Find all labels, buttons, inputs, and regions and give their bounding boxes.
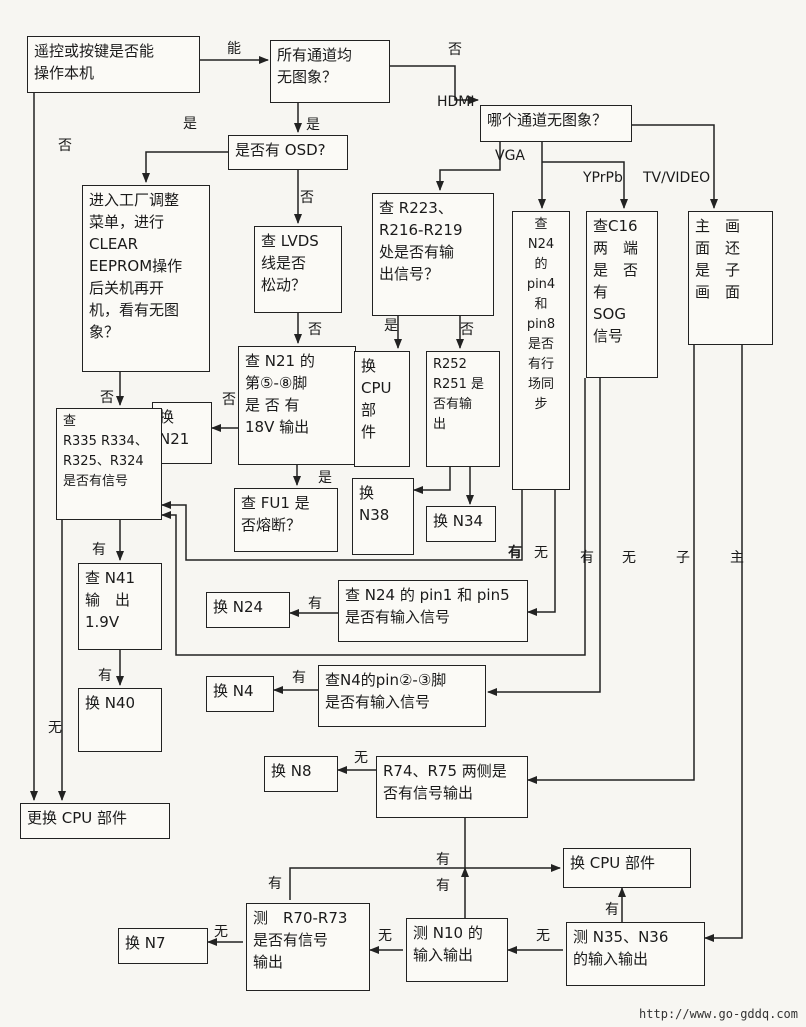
edge-label-tv-video: TV/VIDEO (643, 170, 711, 186)
edge-label-wu-n26: 无 (354, 750, 368, 766)
node-which-channel: 哪个通道无图象？ (480, 105, 632, 142)
node-replace-n8: 换 N8 (264, 756, 338, 792)
node-replace-n40: 换 N40 (78, 688, 162, 752)
edge-label-hdmi: HDMI (437, 94, 475, 110)
connector-lines (30, 56, 743, 954)
edge-label-wu-left: 无 (48, 720, 62, 736)
edge-label-zhu: 主 (730, 550, 744, 566)
node-fu1-check: 查 FU1 是 否熔断？ (234, 488, 338, 552)
edge-label-fou-n1: 否 (58, 138, 72, 154)
edge-label-neng: 能 (227, 41, 241, 57)
node-main-or-sub: 主 画 面 还 是 子 画 面 (688, 211, 773, 345)
node-replace-n7: 换 N7 (118, 928, 208, 964)
node-r70-check: 测 R70-R73 是否有信号 输出 (246, 903, 370, 991)
node-all-channels-no-image: 所有通道均 无图象？ (270, 40, 390, 103)
node-r223-check: 查 R223、 R216-R219 处是否有输 出信号？ (372, 193, 494, 316)
node-replace-n21: 换 N21 (152, 402, 212, 464)
edge-label-you-n21: 有 (308, 596, 322, 612)
edge-label-zi: 子 (676, 550, 690, 566)
node-remote-check: 遥控或按键是否能 操作本机 (27, 36, 200, 93)
edge-label-wu-n30: 无 (214, 924, 228, 940)
edge-label-fou-n7: 否 (460, 322, 474, 338)
edge-label-fou-n11: 否 (222, 392, 236, 408)
node-n35-n36-check: 测 N35、N36 的输入输出 (566, 922, 705, 986)
edge-label-shi-n11: 是 (318, 470, 332, 486)
node-replace-n34: 换 N34 (426, 506, 496, 542)
node-n24-sync-check: 查 N24 的 pin4 和 pin8 是否 有行 场同 步 (512, 211, 570, 490)
edge-label-fou-n5: 否 (100, 390, 114, 406)
edge-label-you-n32: 有 (605, 902, 619, 918)
edge-label-you-n15: 有 (92, 542, 106, 558)
edge-label-fou-n6: 否 (308, 322, 322, 338)
edge-label-shi-n3: 是 (183, 116, 197, 132)
node-n4-pin-check: 查N4的pin②-③脚 是否有输入信号 (318, 665, 486, 727)
edge-label-you-n31: 有 (436, 878, 450, 894)
edge-label-shi-n2: 是 (306, 117, 320, 133)
edge-label-shi-n7: 是 (384, 318, 398, 334)
edge-label-fou-n2: 否 (448, 42, 462, 58)
node-replace-cpu-small: 换 CPU 部 件 (354, 351, 410, 467)
node-c16-sog-check: 查C16 两 端 是 否 有 SOG 信号 (586, 211, 658, 378)
edge-label-vga: VGA (495, 148, 526, 164)
node-r335-check: 查 R335 R334、 R325、R324 是否有信号 (56, 408, 162, 520)
edge-label-fou-n3: 否 (300, 190, 314, 206)
node-n10-check: 测 N10 的 输入输出 (406, 918, 508, 982)
node-n24-pin1-check: 查 N24 的 pin1 和 pin5 是否有输入信号 (338, 580, 528, 642)
edge-label-wu-n32: 无 (536, 928, 550, 944)
source-url: http://www.go-gddq.com (639, 1007, 798, 1021)
node-r74-check: R74、R75 两侧是 否有信号输出 (376, 756, 528, 818)
edge-label-you-n19: 有 (98, 668, 112, 684)
node-replace-n4: 换 N4 (206, 676, 274, 712)
node-replace-n24: 换 N24 (206, 592, 290, 628)
node-replace-cpu-bottom: 换 CPU 部件 (563, 848, 691, 888)
edge-label-wu-n31: 无 (378, 928, 392, 944)
node-replace-cpu-main: 更换 CPU 部件 (20, 803, 170, 839)
node-n41-check: 查 N41 输 出 1.9V (78, 563, 162, 650)
node-replace-n38: 换 N38 (352, 478, 414, 555)
edge-label-wu-n9: 无 (622, 550, 636, 566)
node-osd-check: 是否有 OSD? (228, 135, 348, 170)
edge-label-you-n30: 有 (268, 876, 282, 892)
node-r252-check: R252 R251 是 否有输 出 (426, 351, 500, 467)
edge-label-you-n8: 有 (508, 545, 522, 561)
node-factory-reset: 进入工厂调整 菜单，进行 CLEAR EEPROM操作 后关机再开 机，看有无图… (82, 185, 210, 372)
edge-label-yprpb: YPrPb (583, 170, 623, 186)
node-lvds-check: 查 LVDS 线是否 松动？ (254, 226, 342, 313)
edge-label-you-n9: 有 (580, 550, 594, 566)
edge-label-wu-n8: 无 (534, 545, 548, 561)
edge-label-you-merge: 有 (436, 852, 450, 868)
edge-label-you-n24: 有 (292, 670, 306, 686)
node-n21-pin-check: 查 N21 的 第⑤-⑧脚 是 否 有 18V 输出 (238, 346, 356, 465)
